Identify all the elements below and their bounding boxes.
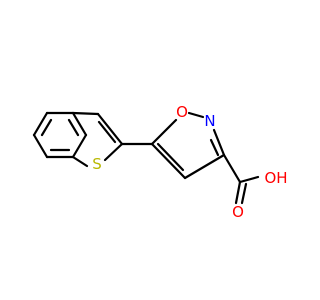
bond: [187, 111, 205, 119]
bond: [234, 180, 242, 205]
bond: [150, 118, 178, 146]
double-bond-inner: [97, 120, 117, 144]
bonds: [32, 111, 260, 205]
bond: [222, 153, 242, 184]
bond: [183, 153, 226, 180]
molecule-diagram: S O N O OH: [32, 103, 288, 221]
bond: [71, 155, 89, 168]
bond: [238, 175, 260, 184]
ring-oxygen-atom-label: O: [176, 103, 188, 121]
ring-nitrogen-atom-label: N: [204, 112, 215, 130]
bond: [212, 128, 226, 157]
sulfur-atom-label: S: [92, 155, 102, 173]
bond: [32, 133, 49, 159]
double-bond-inner: [67, 118, 80, 137]
bond: [71, 111, 88, 137]
double-bond-inner: [240, 182, 248, 205]
bond: [150, 142, 187, 180]
structure-canvas: S O N O OH: [32, 103, 288, 221]
double-bond-inner: [156, 142, 185, 172]
bond: [71, 111, 100, 116]
double-bond-inner: [40, 118, 53, 137]
double-bond-inner: [209, 138, 220, 157]
atom-labels: S O N O OH: [92, 103, 287, 221]
bond: [103, 142, 124, 162]
hydroxyl-group-label: OH: [264, 169, 287, 187]
bond: [71, 133, 88, 159]
bond: [32, 111, 49, 137]
bond: [96, 112, 124, 146]
carbonyl-oxygen-atom-label: O: [232, 203, 244, 221]
